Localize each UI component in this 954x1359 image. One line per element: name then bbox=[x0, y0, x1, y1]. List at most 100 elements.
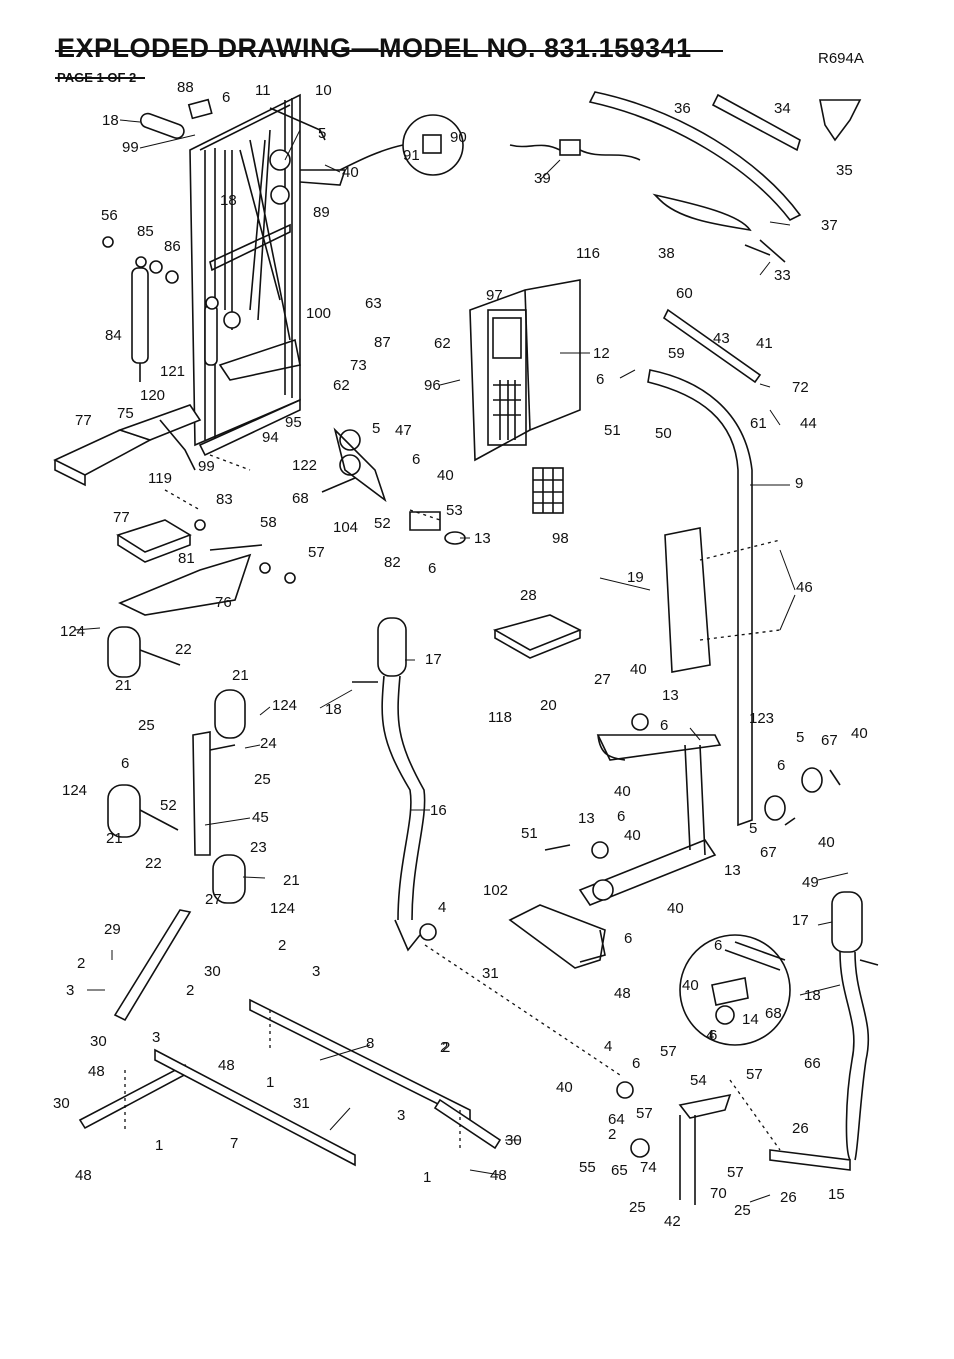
callout-c64: 64 bbox=[608, 1111, 625, 1128]
callout-c4b: 4 bbox=[604, 1038, 612, 1055]
callout-c67a: 67 bbox=[821, 732, 838, 749]
callout-c82: 82 bbox=[384, 554, 401, 571]
pivot-bracket bbox=[616, 1081, 732, 1205]
callout-c26b: 26 bbox=[780, 1189, 797, 1206]
main-arm bbox=[647, 369, 753, 827]
callout-c31b: 31 bbox=[293, 1095, 310, 1112]
callout-c118: 118 bbox=[488, 709, 512, 726]
callout-c34: 34 bbox=[774, 100, 791, 117]
callout-c96: 96 bbox=[424, 377, 441, 394]
callout-c85: 85 bbox=[137, 223, 154, 240]
callout-c72: 72 bbox=[792, 379, 809, 396]
callout-c119: 119 bbox=[148, 470, 172, 487]
callout-c40i: 40 bbox=[682, 977, 699, 994]
callout-c22a: 22 bbox=[175, 641, 192, 658]
callout-c40f: 40 bbox=[624, 827, 641, 844]
callout-c1a: 1 bbox=[266, 1074, 274, 1091]
callout-c124b: 124 bbox=[272, 697, 297, 714]
callout-c40e: 40 bbox=[614, 783, 631, 800]
callout-c104: 104 bbox=[333, 519, 358, 536]
callout-c21d: 21 bbox=[283, 872, 300, 889]
shroud-panel bbox=[469, 279, 581, 462]
callout-c40j: 40 bbox=[556, 1079, 573, 1096]
callout-c57d: 57 bbox=[636, 1105, 653, 1122]
callout-c21c: 21 bbox=[106, 830, 123, 847]
callout-c3c: 3 bbox=[152, 1029, 160, 1046]
callout-c6f: 6 bbox=[121, 755, 129, 772]
callout-c1b: 1 bbox=[155, 1137, 163, 1154]
decal-grid bbox=[532, 467, 564, 514]
callout-c25c: 25 bbox=[629, 1199, 646, 1216]
callout-c124d: 124 bbox=[270, 900, 295, 917]
callout-c73: 73 bbox=[350, 357, 367, 374]
callout-c18c: 18 bbox=[325, 701, 342, 718]
callout-c40c: 40 bbox=[630, 661, 647, 678]
callout-c6h: 6 bbox=[777, 757, 785, 774]
upright-frame bbox=[189, 93, 347, 457]
callout-c27b: 27 bbox=[205, 891, 222, 908]
callout-c46: 46 bbox=[796, 579, 813, 596]
callout-c74: 74 bbox=[640, 1159, 657, 1176]
callout-c25d: 25 bbox=[734, 1202, 751, 1219]
callout-c21a: 21 bbox=[115, 677, 132, 694]
callout-c65: 65 bbox=[611, 1162, 628, 1179]
callout-c91: 91 bbox=[403, 147, 420, 164]
callout-c121: 121 bbox=[160, 363, 185, 380]
callout-c13b: 13 bbox=[662, 687, 679, 704]
callout-c2a: 2 bbox=[77, 955, 85, 972]
pulley-bracket bbox=[321, 427, 466, 545]
callout-c4c: 4 bbox=[706, 1027, 714, 1044]
callout-c116: 116 bbox=[576, 245, 600, 262]
callout-c55: 55 bbox=[579, 1159, 596, 1176]
base-frame bbox=[78, 909, 502, 1167]
callout-c81: 81 bbox=[178, 550, 195, 567]
callout-c40b: 40 bbox=[437, 467, 454, 484]
callout-c4a: 4 bbox=[438, 899, 446, 916]
page-strikethrough bbox=[55, 77, 145, 79]
callout-c13a: 13 bbox=[474, 530, 491, 547]
callout-c24: 24 bbox=[260, 735, 277, 752]
chain bbox=[652, 193, 752, 232]
callout-c83: 83 bbox=[216, 491, 233, 508]
callout-c48e: 48 bbox=[490, 1167, 507, 1184]
callout-c28: 28 bbox=[520, 587, 537, 604]
callout-c26a: 26 bbox=[792, 1120, 809, 1137]
callout-c33: 33 bbox=[774, 267, 791, 284]
callout-c54: 54 bbox=[690, 1072, 707, 1089]
callout-c76: 76 bbox=[215, 594, 232, 611]
callout-c39: 39 bbox=[534, 170, 551, 187]
callout-c23: 23 bbox=[250, 839, 267, 856]
callout-c52a: 52 bbox=[374, 515, 391, 532]
callout-c53: 53 bbox=[446, 502, 463, 519]
callout-c86: 86 bbox=[164, 238, 181, 255]
callout-c18b: 18 bbox=[220, 192, 237, 209]
callout-c6e: 6 bbox=[660, 717, 668, 734]
callout-c60: 60 bbox=[676, 285, 693, 302]
callout-c21b: 21 bbox=[232, 667, 249, 684]
leg-lever-plate bbox=[118, 553, 252, 616]
callout-c2f: 2 bbox=[608, 1126, 616, 1143]
callout-c16: 16 bbox=[430, 802, 447, 819]
callout-c95: 95 bbox=[285, 414, 302, 431]
callout-c100: 100 bbox=[306, 305, 331, 322]
callout-c124a: 124 bbox=[60, 623, 85, 640]
callout-c63: 63 bbox=[365, 295, 382, 312]
callout-c51b: 51 bbox=[521, 825, 538, 842]
callout-c6i: 6 bbox=[624, 930, 632, 947]
shock-absorber bbox=[131, 256, 219, 382]
callout-c20: 20 bbox=[540, 697, 557, 714]
callout-c123: 123 bbox=[749, 710, 774, 727]
callout-c6k: 6 bbox=[632, 1055, 640, 1072]
callout-c29: 29 bbox=[104, 921, 121, 938]
callout-c77a: 77 bbox=[75, 412, 92, 429]
press-link bbox=[662, 308, 762, 384]
callout-c102: 102 bbox=[483, 882, 508, 899]
callout-c18d: 18 bbox=[804, 987, 821, 1004]
back-pad bbox=[664, 527, 711, 673]
callout-c97: 97 bbox=[486, 287, 503, 304]
callout-c19: 19 bbox=[627, 569, 644, 586]
callout-c6g: 6 bbox=[617, 808, 625, 825]
callout-c11: 11 bbox=[255, 82, 271, 99]
callout-c9: 9 bbox=[795, 475, 803, 492]
callout-labels: 88 6 11 10 18 99 5 40 18 89 91 90 56 85 … bbox=[53, 79, 868, 1230]
